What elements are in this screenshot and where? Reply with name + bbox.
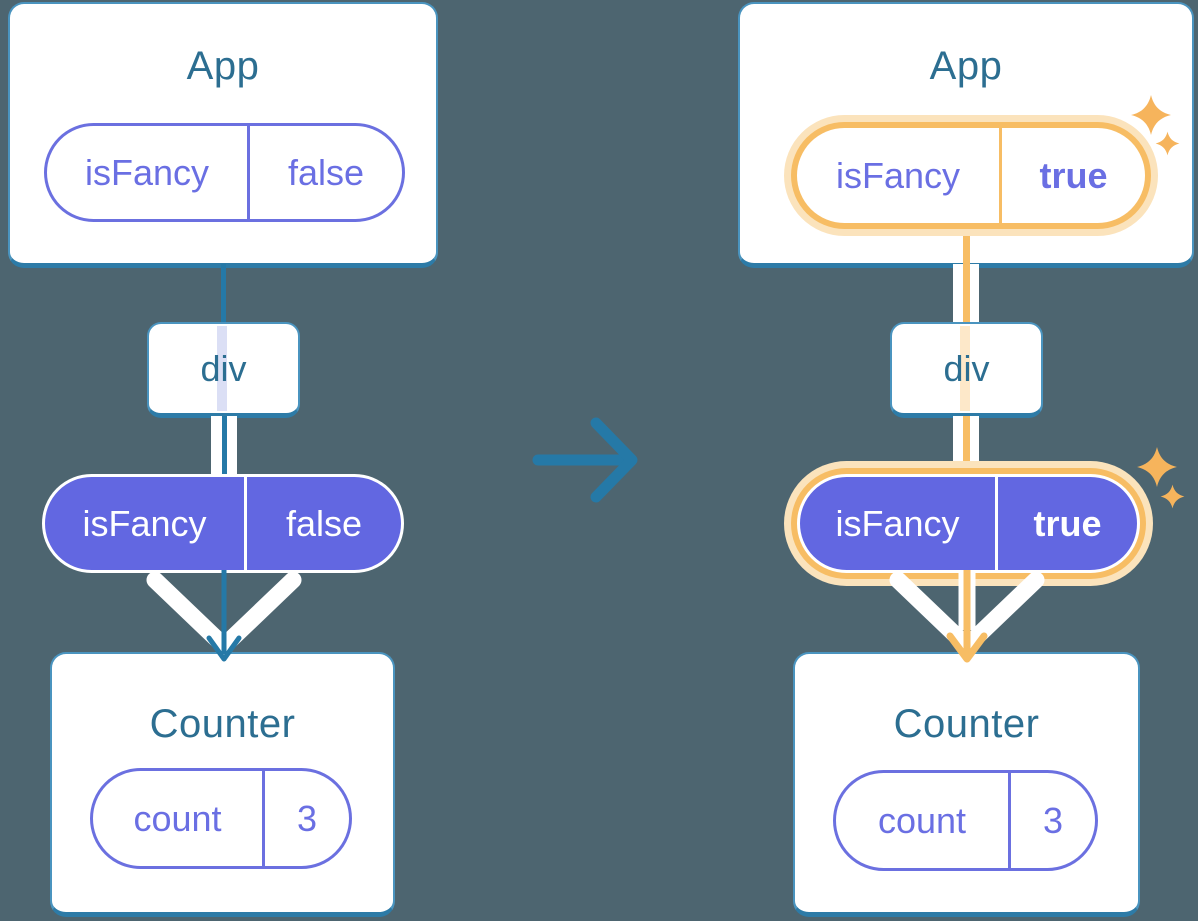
before-count-pill: count 3: [90, 768, 352, 869]
after-ghost-prop-line: [960, 326, 970, 411]
after-app-card: App isFancy true: [738, 2, 1194, 268]
sparkle-icon: [1137, 447, 1177, 487]
after-div-label: div: [943, 347, 990, 389]
before-div-to-pill-connector: [211, 416, 237, 478]
connector-core: [962, 416, 970, 472]
down-arrow-icon: [889, 570, 1045, 663]
before-passed-prop-pill: isFancy false: [42, 474, 404, 573]
after-app-prop-pill: isFancy true: [797, 128, 1145, 223]
prop-value-cell: true: [1033, 502, 1102, 544]
connector-core: [962, 264, 970, 324]
after-app-to-div-connector: [953, 264, 979, 324]
before-ghost-prop-line: [217, 326, 227, 411]
prop-name-cell: isFancy: [797, 128, 1002, 223]
before-app-card: App isFancy false: [8, 2, 438, 268]
connector-core: [221, 416, 227, 478]
prop-value-cell: false: [285, 502, 363, 544]
prop-name-cell: isFancy: [45, 477, 247, 570]
after-div-node: div: [890, 322, 1043, 418]
prop-name-cell: isFancy: [47, 126, 250, 219]
sparkle-icon: [1160, 484, 1185, 509]
after-div-to-pill-connector: [953, 416, 979, 472]
before-app-title: App: [186, 44, 260, 88]
before-counter-card: Counter count 3: [50, 652, 395, 917]
before-app-to-div-connector: [221, 264, 226, 324]
state-name-cell: count: [93, 771, 265, 866]
after-counter-title: Counter: [893, 702, 1040, 746]
before-app-prop-pill: isFancy false: [44, 123, 405, 222]
sparkle-icon: [1155, 131, 1180, 156]
prop-name-cell: isFancy: [800, 477, 998, 570]
before-div-node: div: [147, 322, 300, 418]
state-value-cell: 3: [1042, 799, 1064, 841]
after-app-title: App: [929, 44, 1003, 88]
after-app-pill-connector: [963, 204, 970, 266]
state-value-cell: 3: [296, 797, 318, 839]
transition-right-arrow-icon: [532, 417, 638, 503]
state-name-cell: count: [836, 773, 1011, 868]
after-passed-prop-pill: isFancy true: [797, 474, 1140, 573]
prop-value-cell: true: [1039, 154, 1108, 196]
before-div-label: div: [200, 347, 247, 389]
after-counter-card: Counter count 3: [793, 652, 1140, 917]
down-arrow-icon: [146, 570, 302, 662]
before-counter-title: Counter: [149, 702, 296, 746]
prop-value-cell: false: [287, 151, 365, 193]
sparkle-icon: [1131, 95, 1171, 135]
after-count-pill: count 3: [833, 770, 1098, 871]
